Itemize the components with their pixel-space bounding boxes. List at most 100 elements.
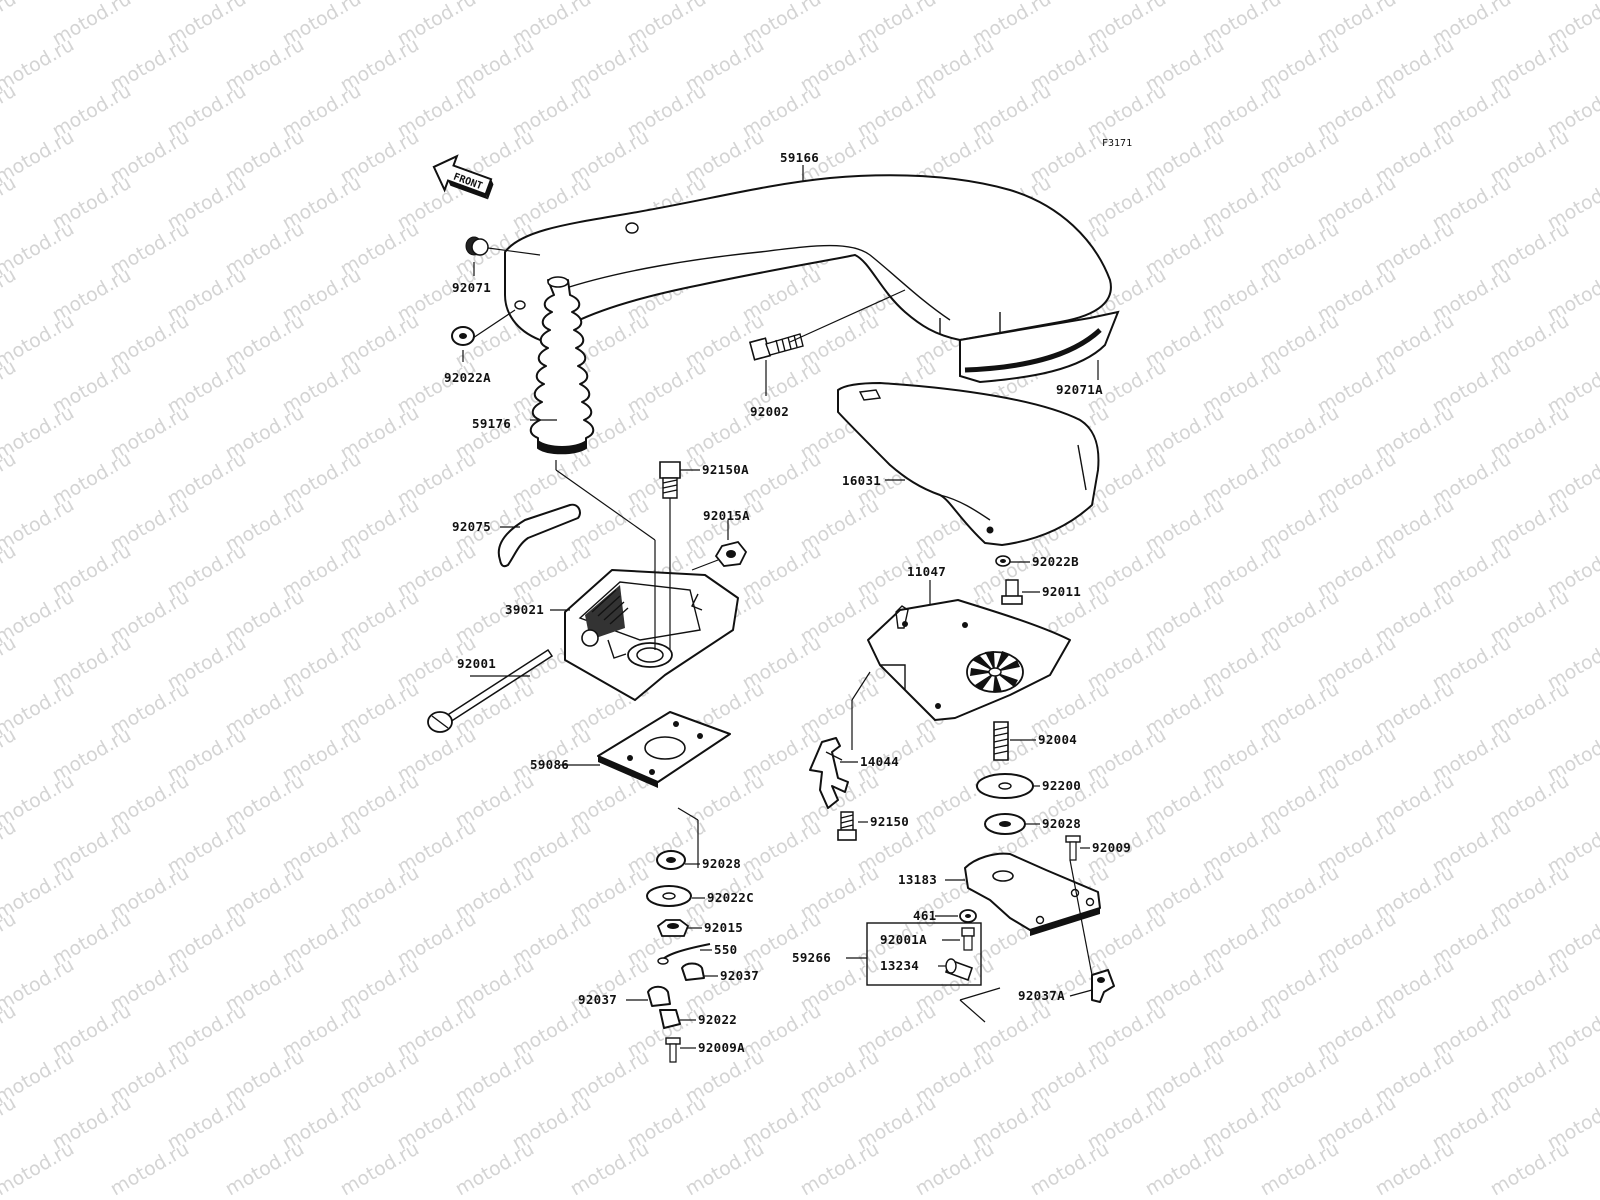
part-92037-clamp-a [681, 962, 705, 981]
part-11047-bracket [867, 599, 1071, 721]
part-92009-screw [1065, 835, 1081, 861]
label-92071A: 92071A [1056, 382, 1103, 397]
watermark-text: motod.ru [0, 724, 20, 787]
part-92001-long-bolt [427, 648, 554, 733]
label-39021: 39021 [505, 602, 544, 617]
label-11047: 11047 [907, 564, 946, 579]
label-92022B: 92022B [1032, 554, 1079, 569]
part-92150-screw [837, 811, 857, 841]
label-92037-b: 92037 [578, 992, 617, 1007]
watermark-text: motod.ru [1372, 1138, 1458, 1200]
watermark-text: motod.ru [0, 0, 20, 50]
label-13234: 13234 [880, 958, 919, 973]
label-92037-a: 92037 [720, 968, 759, 983]
watermark-text: motod.ru [0, 172, 20, 235]
watermark-text: motod.ru [337, 1138, 423, 1200]
watermark-text: motod.ru [0, 80, 20, 143]
watermark-text: motod.ru [567, 1138, 653, 1200]
watermark-text: motod.ru [0, 1000, 20, 1063]
label-16031: 16031 [842, 473, 881, 488]
label-92001A: 92001A [880, 932, 927, 947]
part-92015A-nut [714, 540, 748, 567]
watermark-text: motod.ru [0, 1138, 78, 1200]
label-59176: 59176 [472, 416, 511, 431]
label-92075: 92075 [452, 519, 491, 534]
label-92009A: 92009A [698, 1040, 745, 1055]
label-550: 550 [714, 942, 737, 957]
part-92022-clip [659, 1009, 681, 1029]
watermark-text: motod.ru [0, 1092, 20, 1155]
label-59266: 59266 [792, 950, 831, 965]
part-92015-nut [656, 919, 690, 937]
watermark-text: motod.ru [1487, 1138, 1573, 1200]
part-labels: 59166 92071 92022A 92071A 59176 92002 92… [444, 150, 1131, 1055]
label-92200: 92200 [1042, 778, 1081, 793]
label-92015: 92015 [704, 920, 743, 935]
watermark-text: motod.ru [452, 1138, 538, 1200]
part-16031-cover [837, 382, 1100, 546]
label-92004: 92004 [1038, 732, 1077, 747]
label-59166: 59166 [780, 150, 819, 165]
watermark-text: motod.ru [0, 816, 20, 879]
part-59176-boot [529, 276, 595, 455]
part-92011-screw [1001, 579, 1023, 605]
label-92001: 92001 [457, 656, 496, 671]
label-59086: 59086 [530, 757, 569, 772]
part-92071A-seal [959, 310, 1120, 384]
part-39021-bracket [564, 569, 739, 701]
part-92022C-washer [646, 885, 692, 907]
watermark-text: motod.ru [912, 1138, 998, 1200]
label-92011: 92011 [1042, 584, 1081, 599]
watermark-text: motod.ru [797, 1138, 883, 1200]
label-92022: 92022 [698, 1012, 737, 1027]
part-92037A-clamp [1091, 969, 1115, 1003]
label-92015A: 92015A [703, 508, 750, 523]
part-92037-clamp-b [647, 985, 671, 1007]
impeller-grill-icon [966, 651, 1024, 693]
watermark-text: motod.ru [682, 1138, 768, 1200]
part-13183-plate [964, 852, 1101, 936]
figure-code: F3171 [1102, 138, 1132, 149]
kit-59266-box [866, 922, 982, 986]
part-59086-plate [597, 711, 731, 788]
label-92028-right: 92028 [1042, 816, 1081, 831]
front-arrow-icon: FRONT [432, 154, 494, 200]
part-92075-pad [497, 503, 581, 568]
watermark-text: motod.ru [0, 908, 20, 971]
part-461-washer [959, 909, 977, 923]
label-13183: 13183 [898, 872, 937, 887]
part-92002-bolt [748, 333, 804, 361]
watermark-text: motod.ru [1142, 1138, 1228, 1200]
label-92009: 92009 [1092, 840, 1131, 855]
label-92150: 92150 [870, 814, 909, 829]
part-92001A-bolt [961, 927, 975, 951]
part-13234-bushing [944, 958, 974, 982]
watermark-text: motod.ru [0, 632, 20, 695]
part-59166-duct [504, 174, 1112, 341]
watermark-text: motod.ru [1257, 1138, 1343, 1200]
part-92009A-screw [665, 1037, 681, 1063]
watermark-text: motod.ru [107, 1138, 193, 1200]
label-14044: 14044 [860, 754, 899, 769]
label-461: 461 [913, 908, 936, 923]
leader-lines [462, 165, 1099, 1049]
watermark-text: motod.ru [0, 356, 20, 419]
part-92071-grommet [465, 236, 489, 256]
part-92150A-bolt [659, 461, 681, 499]
label-92022C: 92022C [707, 890, 754, 905]
label-92002: 92002 [750, 404, 789, 419]
part-92028-washer-right [984, 813, 1026, 835]
part-14044-clip [809, 737, 849, 809]
label-92071: 92071 [452, 280, 491, 295]
label-92028-left: 92028 [702, 856, 741, 871]
watermark-text: motod.ru [222, 1138, 308, 1200]
label-92022A: 92022A [444, 370, 491, 385]
watermark-text: motod.ru [0, 540, 20, 603]
part-92022B-washer [995, 555, 1011, 567]
part-92200-washer [976, 773, 1034, 799]
watermark-text: motod.ru [1027, 1138, 1113, 1200]
watermark-text: motod.ru [0, 264, 20, 327]
label-92150A: 92150A [702, 462, 749, 477]
